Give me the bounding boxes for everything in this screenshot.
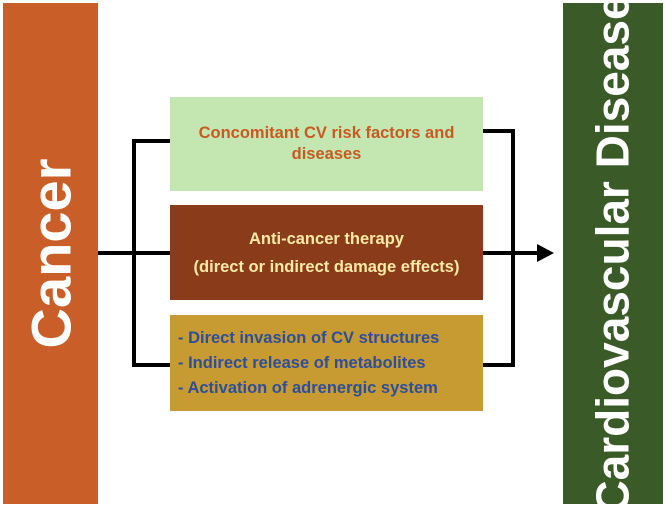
therapy-line-2: (direct or indirect damage effects) [193,257,460,276]
cardiovascular-disease-bar: Cardiovascular Disease [563,0,663,513]
anti-cancer-therapy-box: Anti-cancer therapy (direct or indirect … [170,205,483,300]
therapy-line-1: Anti-cancer therapy [249,229,404,248]
risk-factors-line-1: Concomitant CV risk factors and [198,124,455,142]
mechanism-item-invasion: - Direct invasion of CV structures [178,328,440,347]
cancer-label: Cancer [19,158,82,349]
cancer-bar: Cancer [3,3,98,504]
mechanisms-box: - Direct invasion of CV structures - Ind… [170,315,483,411]
risk-factors-box: Concomitant CV risk factors and diseases [170,97,483,191]
mechanism-item-adrenergic: - Activation of adrenergic system [178,378,438,397]
risk-factors-line-2: diseases [291,145,362,163]
cardiovascular-disease-label: Cardiovascular Disease [587,0,640,513]
arrow-head [537,244,554,262]
mechanism-item-metabolites: - Indirect release of metabolites [178,353,426,372]
